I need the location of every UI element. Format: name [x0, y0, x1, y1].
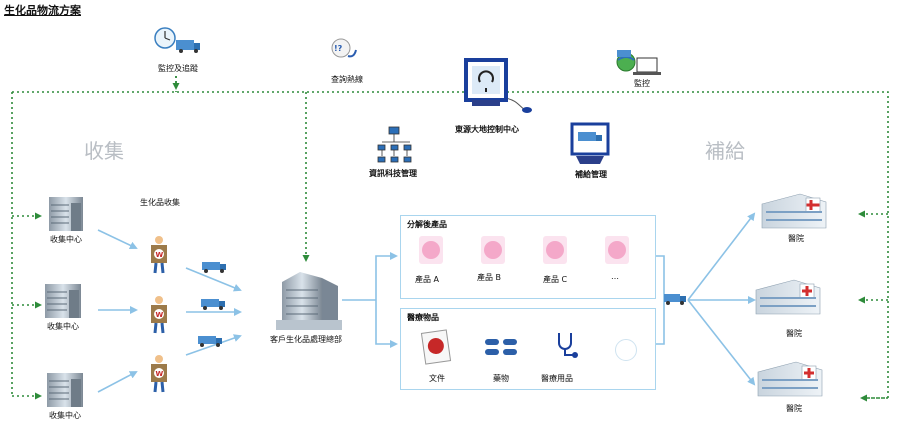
medicine-label: 藥物: [493, 374, 509, 383]
hospital-icons: [755, 193, 827, 397]
network-icon: [377, 126, 412, 163]
clock-truck-icon: [154, 27, 200, 53]
svg-text:W: W: [156, 251, 164, 259]
svg-text:W: W: [156, 311, 164, 319]
document-label: 文件: [429, 374, 445, 383]
hotline-icon: !?: [331, 38, 357, 58]
product-c-label: 產品 C: [543, 275, 568, 284]
collection-center-1: 收集中心: [50, 235, 82, 244]
product-more-icon: [605, 236, 629, 264]
collection-buildings: [45, 197, 83, 407]
medicine-icon: [485, 339, 521, 357]
globe-laptop-icon: [616, 50, 661, 75]
products-title: 分解後產品: [407, 220, 447, 229]
hospital-label-3: 醫院: [786, 404, 802, 413]
hospital-label-1: 醫院: [788, 234, 804, 243]
product-more-label: …: [611, 272, 619, 281]
product-c-icon: [543, 236, 567, 264]
medical-supplies-label: 醫療用品: [541, 374, 573, 383]
truck-icons: [198, 262, 686, 347]
product-b-label: 產品 B: [477, 273, 502, 282]
monitor-label: 監控: [634, 79, 650, 88]
svg-text:!?: !?: [334, 44, 343, 53]
supply-mgmt-label: 補給管理: [575, 170, 607, 179]
hq-building-icon: [276, 272, 342, 330]
worker-icons: W W W: [151, 236, 167, 393]
page-title: 生化品物流方案: [4, 4, 81, 17]
control-center-computer-icon: [464, 58, 532, 113]
medical-box: 醫療物品 文件 藥物 醫療用品: [400, 308, 656, 390]
section-supply: 補給: [705, 139, 745, 163]
collection-center-3: 收集中心: [49, 411, 81, 420]
hotline-label: 查詢熱線: [331, 75, 363, 84]
collection-center-2: 收集中心: [47, 322, 79, 331]
monitor-track-label: 監控及追蹤: [158, 64, 198, 73]
placeholder-circle-icon: [615, 339, 637, 361]
stethoscope-icon: [555, 331, 578, 358]
monitoring-loop: [11, 76, 889, 402]
product-a-label: 產品 A: [415, 275, 440, 284]
product-a-icon: [419, 236, 443, 264]
section-collect: 收集: [84, 139, 124, 163]
product-b-icon: [481, 236, 505, 264]
supply-monitor-icon: [570, 122, 610, 164]
it-mgmt-label: 資訊科技管理: [369, 169, 417, 178]
control-center-label: 東源大地控制中心: [455, 125, 519, 134]
hospital-label-2: 醫院: [786, 329, 802, 338]
document-icon: [420, 329, 452, 365]
flow-arrows: [97, 212, 756, 393]
hq-label: 客戶生化品處理總部: [270, 335, 342, 344]
medical-title: 醫療物品: [407, 313, 439, 322]
svg-text:W: W: [156, 370, 164, 378]
collection-label: 生化品收集: [140, 198, 180, 207]
products-box: 分解後產品 產品 A 產品 B 產品 C …: [400, 215, 656, 299]
